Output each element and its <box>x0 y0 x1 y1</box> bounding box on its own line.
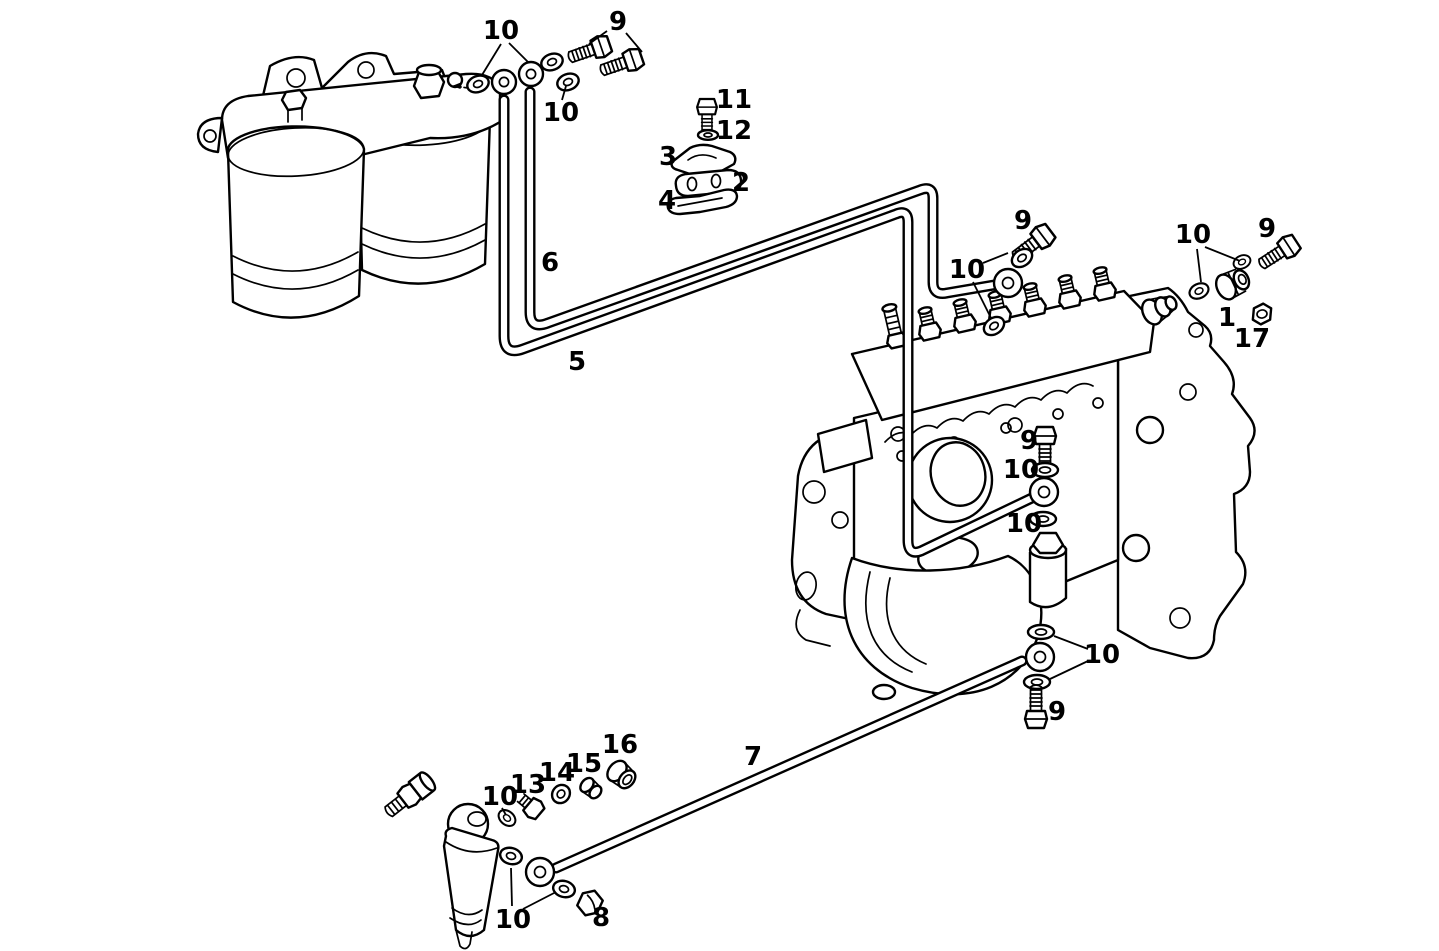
clamp-upper-3 <box>670 143 737 179</box>
callout-10: 10 <box>1003 455 1039 485</box>
leader-line <box>982 252 1009 264</box>
callout-10: 10 <box>1175 220 1211 250</box>
banjo-bottom <box>1024 641 1056 673</box>
leader-line <box>522 891 557 910</box>
pump-overflow-boss <box>1028 531 1068 609</box>
callout-10: 10 <box>483 16 519 46</box>
banjo-pipe7 <box>524 856 556 888</box>
banjo-pipe5 <box>490 68 518 96</box>
plug-8 <box>576 889 604 917</box>
callout-6: 6 <box>541 248 559 278</box>
washer-10-valve-b <box>1230 251 1254 273</box>
callout-10: 10 <box>543 98 579 128</box>
pump-mounting-flange <box>1116 286 1256 660</box>
pre-filter-body <box>442 802 500 950</box>
banjo-gallery-inlet <box>992 267 1024 299</box>
overflow-valve-1 <box>1214 268 1251 301</box>
fitting-13 <box>516 793 546 821</box>
leader-line <box>1053 635 1089 650</box>
nut-17 <box>1251 302 1273 326</box>
leader-line <box>625 32 643 53</box>
inlet-fitting <box>384 771 437 818</box>
pump-cam-housing <box>843 554 1043 696</box>
fitting-15 <box>579 776 603 800</box>
fuel-pipes <box>498 86 1042 874</box>
leader-line <box>588 30 608 45</box>
lock-washer-12 <box>696 128 720 141</box>
leader-line <box>972 281 992 319</box>
leader-line <box>1204 246 1241 262</box>
cap-nut-16 <box>606 759 637 790</box>
callout-2: 2 <box>732 168 750 198</box>
banjo-bolt-9-bottom <box>1023 683 1049 730</box>
banjo-pipe6 <box>517 60 545 88</box>
callout-15: 15 <box>566 749 602 779</box>
pipe-6 <box>524 86 1006 331</box>
washer-10-pipe7-upper <box>497 844 525 868</box>
callout-10: 10 <box>482 782 518 812</box>
ring-14 <box>550 783 572 805</box>
washer-10-pipe7-lower <box>550 877 578 901</box>
washer-10-gallery-upper <box>1007 243 1037 273</box>
callout-9: 9 <box>1048 697 1066 727</box>
leader-line <box>1049 660 1089 680</box>
leader-lines <box>481 30 1241 910</box>
leader-line <box>1196 248 1202 283</box>
callout-10: 10 <box>1084 640 1120 670</box>
callout-3: 3 <box>659 142 677 172</box>
leader-line <box>508 42 529 63</box>
washer-10-bottom-upper <box>1026 623 1056 641</box>
pump-inspection-boss <box>906 436 994 524</box>
washer-10-bottom-lower <box>1022 673 1052 691</box>
leader-line <box>481 43 502 76</box>
fuel-filter-assembly <box>196 51 502 319</box>
callout-4: 4 <box>658 186 676 216</box>
callout-7: 7 <box>744 742 762 772</box>
fasteners <box>452 32 1304 917</box>
washer-10-filter-right <box>553 69 583 95</box>
callout-12: 12 <box>716 116 752 146</box>
callout-10: 10 <box>949 255 985 285</box>
callout-9: 9 <box>1014 206 1032 236</box>
callout-8: 8 <box>592 903 610 933</box>
callout-1: 1 <box>1218 303 1236 333</box>
gallery-cone-fitting <box>1140 295 1178 326</box>
callout-17: 17 <box>1234 324 1270 354</box>
pre-filter-assembly <box>384 759 637 950</box>
washer-10-valve-a <box>1185 279 1213 303</box>
callout-13: 13 <box>510 770 546 800</box>
leader-line <box>561 85 567 101</box>
leader-line <box>510 867 513 907</box>
flow-arrow <box>452 82 469 89</box>
callout-16: 16 <box>602 730 638 760</box>
callout-9: 9 <box>609 7 627 37</box>
pipe-clamp-group <box>666 97 743 216</box>
callout-9: 9 <box>1020 426 1038 456</box>
callout-14: 14 <box>539 758 575 788</box>
callout-11: 11 <box>716 85 752 115</box>
callout-5: 5 <box>568 347 586 377</box>
callout-10: 10 <box>495 905 531 935</box>
callout-9: 9 <box>1258 214 1276 244</box>
callout-10: 10 <box>1006 509 1042 539</box>
leader-line <box>501 807 507 816</box>
